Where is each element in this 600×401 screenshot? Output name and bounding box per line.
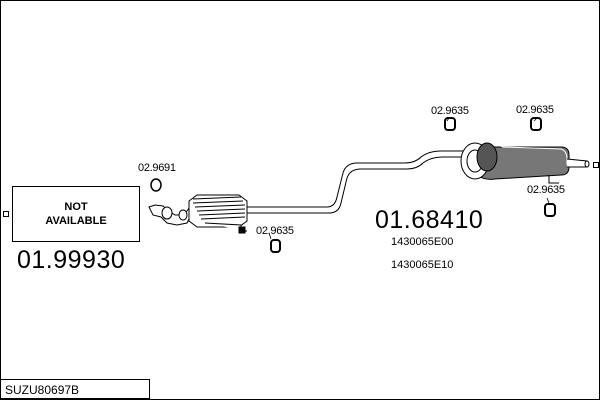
not-available-box: NOT AVAILABLE [12, 186, 140, 242]
gasket-label: 02.9691 [138, 162, 176, 174]
main-part-number: 01.68410 [375, 206, 484, 234]
rear-silencer [460, 142, 590, 184]
hanger-front-label: 02.9635 [256, 225, 294, 237]
diagram-code: SUZU80697B [0, 379, 150, 399]
front-part-number: 01.99930 [17, 246, 126, 274]
hanger-rubbers [270, 117, 556, 253]
catalytic-converter [188, 194, 248, 234]
not-available-text: NOT AVAILABLE [45, 201, 107, 227]
leader-lines [268, 117, 550, 240]
front-flange [148, 203, 192, 226]
hanger-rear-left-label: 02.9635 [431, 105, 469, 117]
right-edge-marker [593, 162, 599, 168]
gasket-ring [150, 178, 162, 192]
main-reference-2: 1430065E10 [391, 259, 454, 271]
left-edge-marker [3, 211, 9, 217]
main-reference-1: 1430065E00 [391, 236, 454, 248]
hanger-rear-lower-label: 02.9635 [527, 184, 565, 196]
hanger-rear-right-label: 02.9635 [516, 104, 554, 116]
exhaust-pipe [247, 150, 467, 214]
